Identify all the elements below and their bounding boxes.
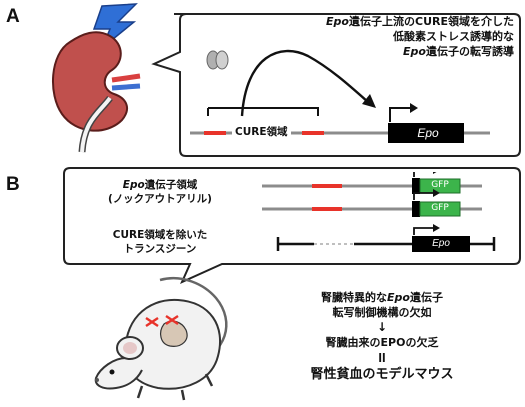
- arrow-down-icon: ↓: [246, 320, 518, 335]
- conclusion-line1-b: 遺伝子: [410, 291, 443, 304]
- epo-italic-4: Epo: [387, 291, 410, 304]
- gfp-label-2: GFP: [420, 203, 460, 213]
- allele-line1: Epo遺伝子領域: [70, 178, 250, 192]
- cure-label: CURE領域: [232, 125, 291, 139]
- conclusion-line4: 腎性貧血のモデルマウス: [246, 366, 518, 384]
- transgene-text: CURE領域を除いた トランスジーン: [70, 228, 250, 256]
- gfp-label-1: GFP: [420, 180, 460, 190]
- transgene-line2: トランスジーン: [70, 242, 250, 256]
- panel-a-label: A: [6, 6, 20, 28]
- mouse-illustration: [86, 262, 256, 404]
- panel-a-title-line1: Epo遺伝子上流のCURE領域を介した: [300, 14, 514, 29]
- epo-italic-3: Epo: [123, 179, 145, 191]
- epo-italic: Epo: [326, 15, 349, 28]
- equal-symbol: II: [246, 350, 518, 366]
- conclusion-line3: 腎臓由来のEPOの欠乏: [246, 335, 518, 350]
- conclusion-line1: 腎臓特異的なEpo遺伝子: [246, 290, 518, 305]
- title-line1-rest: 遺伝子上流のCURE領域を介した: [349, 15, 514, 28]
- induction-arrow: [242, 51, 368, 116]
- conclusion-line1-a: 腎臓特異的な: [321, 291, 387, 304]
- epo-gene-label-a: Epo: [390, 126, 466, 140]
- allele-text: Epo遺伝子領域 (ノックアウトアリル): [70, 178, 250, 206]
- allele-line1-rest: 遺伝子領域: [145, 179, 198, 191]
- panel-b-label: B: [6, 174, 20, 196]
- conclusion-line2: 転写制御機構の欠如: [246, 305, 518, 320]
- epo-gene-label-b: Epo: [412, 238, 470, 249]
- transgene-line1: CURE領域を除いた: [70, 228, 250, 242]
- conclusion-block: 腎臓特異的なEpo遺伝子 転写制御機構の欠如 ↓ 腎臓由来のEPOの欠乏 II …: [246, 290, 518, 384]
- allele-line2: (ノックアウトアリル): [70, 192, 250, 206]
